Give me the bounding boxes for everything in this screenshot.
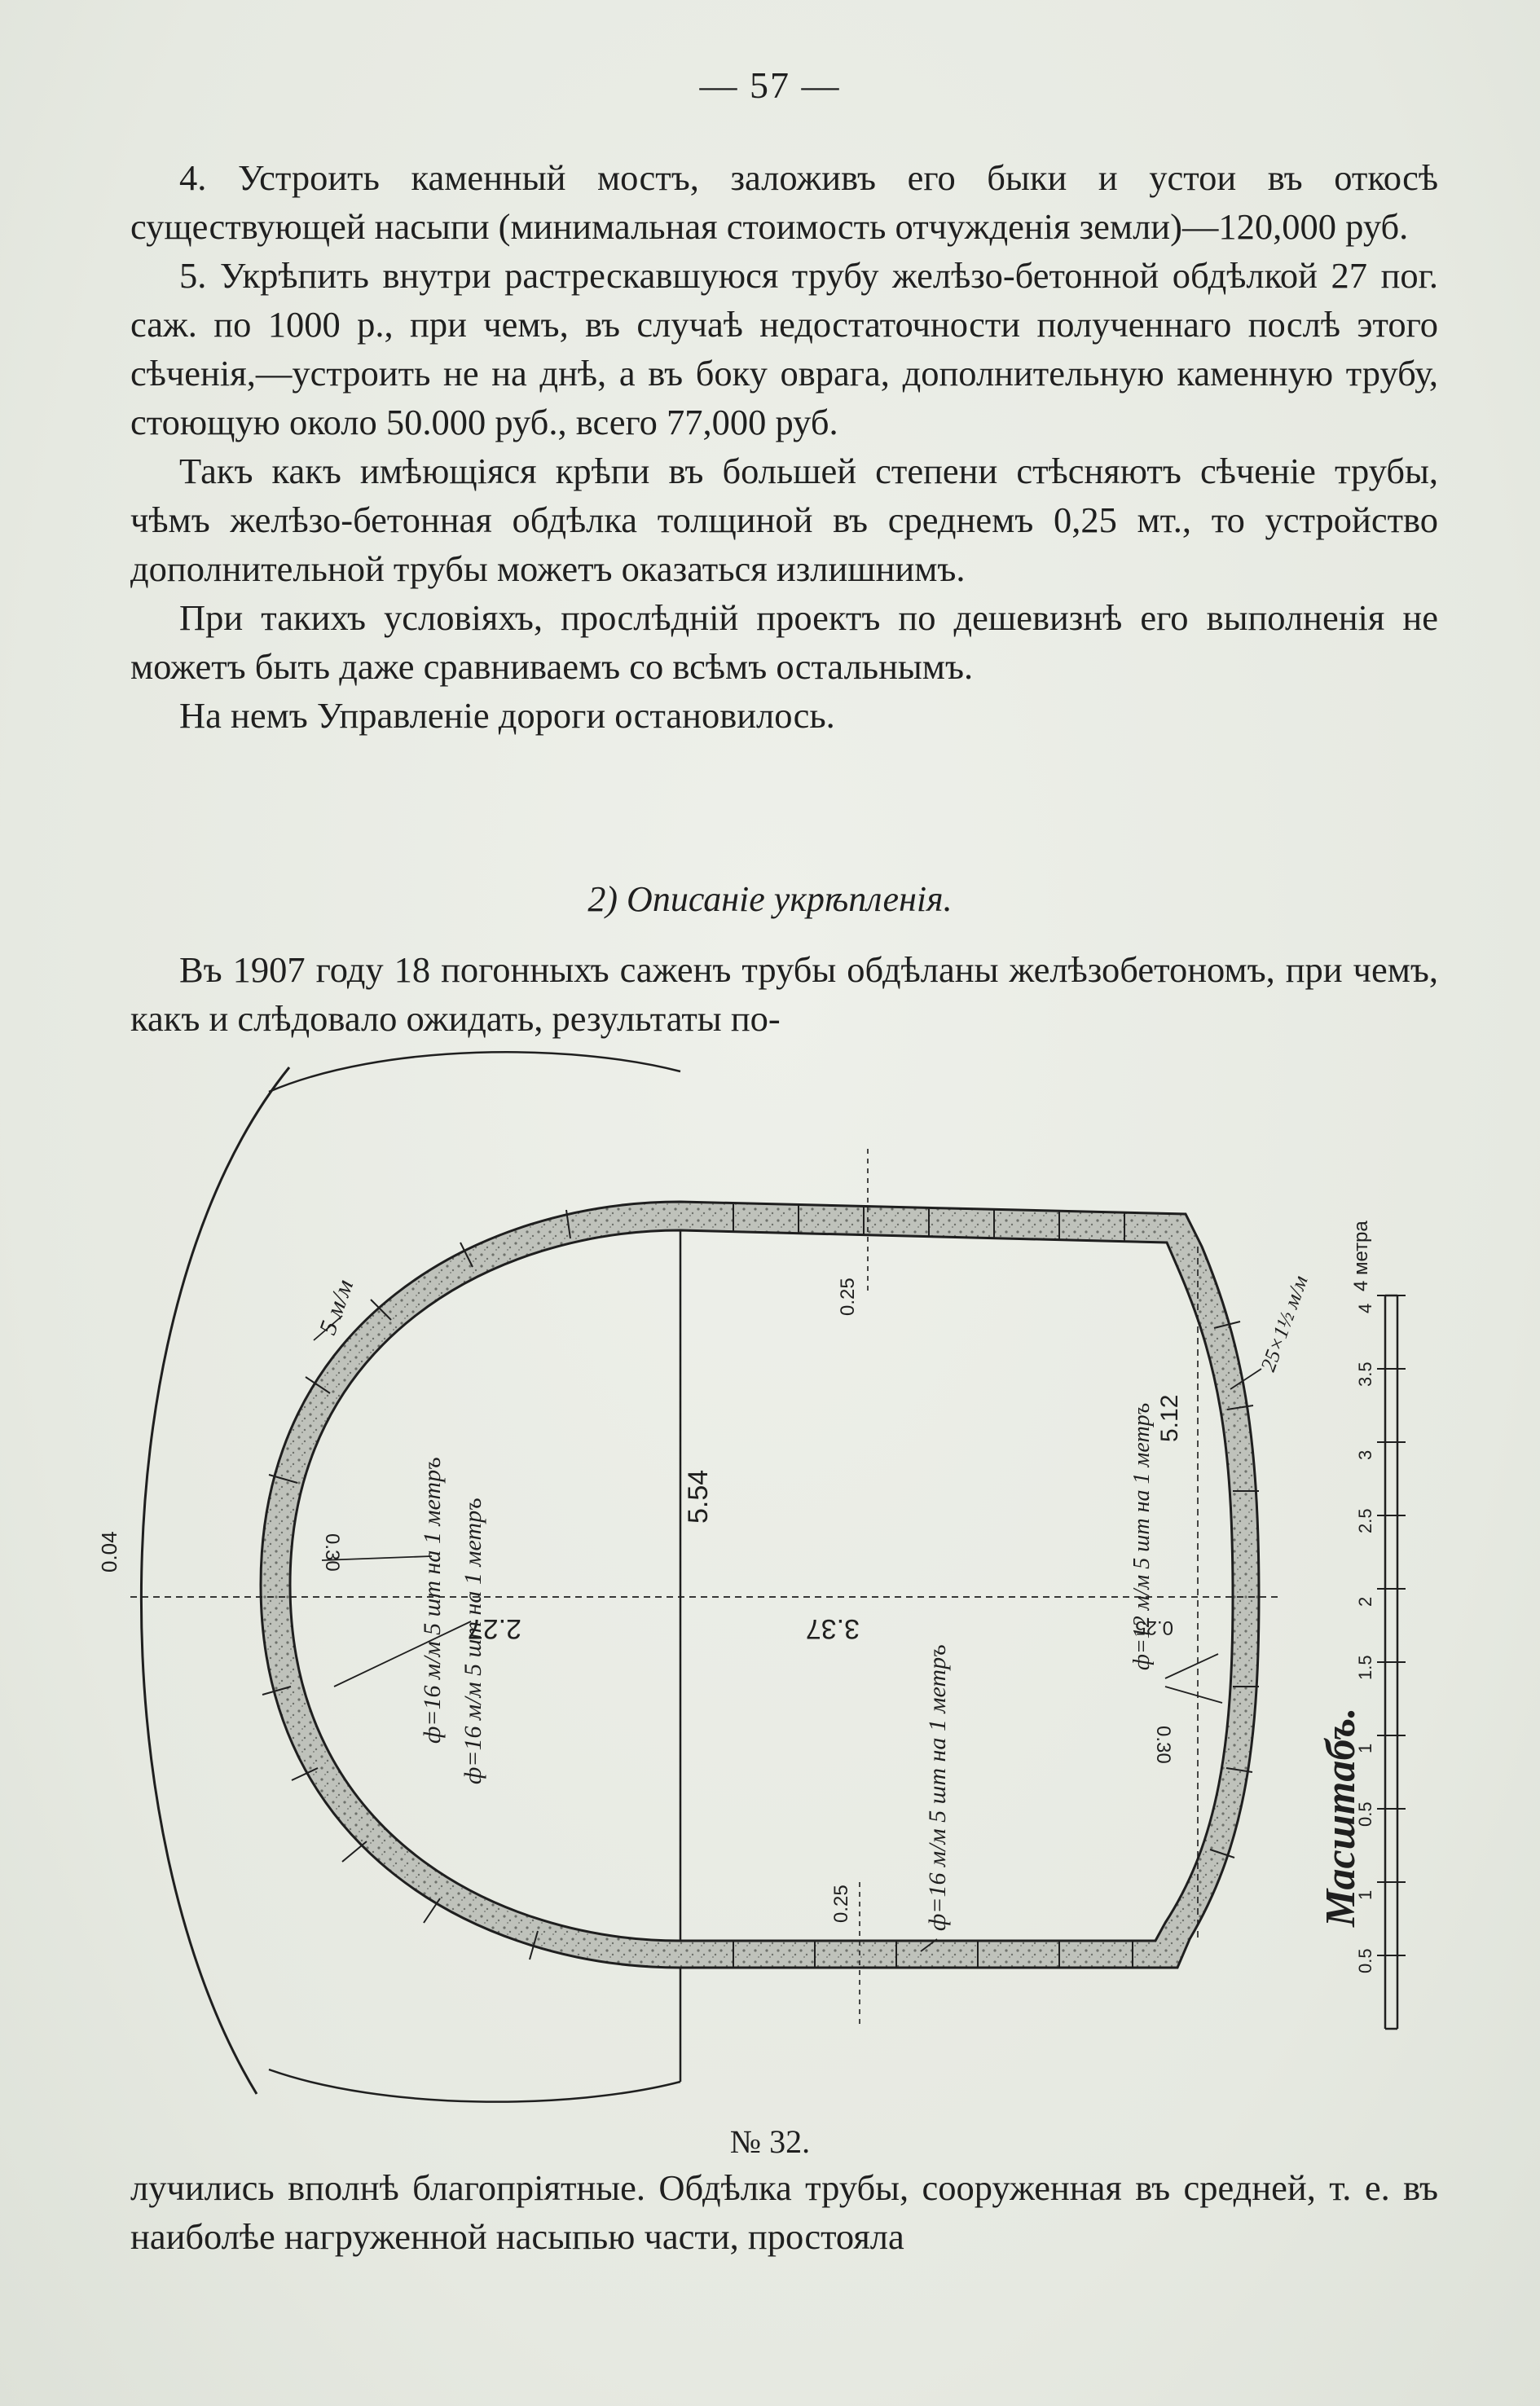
outer-arc-top-line [268,1051,681,1093]
scale-tick-label: 3.5 [1355,1361,1375,1387]
outer-arc-bottom-line [268,2068,681,2103]
rebar-leaders [321,1555,1223,1952]
page-number: — 57 — [699,64,841,106]
dim-0-25-bottom: 0.25 [830,1885,852,1923]
paragraph: Такъ какъ имѣющіяся крѣпи въ большей сте… [130,451,1438,589]
scale-tick-label: 1.5 [1355,1655,1375,1680]
scale-unit: 4 метра [1350,1221,1372,1291]
text-block-mid: Въ 1907 году 18 погонныхъ саженъ трубы о… [130,945,1438,1043]
scale-title: Масштабъ. [1318,1708,1364,1928]
scale-tick-label: 2 [1355,1597,1375,1607]
scale-tick-label: 0.5 [1355,1801,1375,1827]
dim-5-12: 5.12 [1156,1395,1183,1442]
concrete-lining [259,1200,1261,1969]
tunnel-cross-section-figure: 5.54 2.27 3.37 5.12 0.04 0.30 0.30 0.25 … [97,1051,1406,2103]
scale-tick-label: 4 [1355,1304,1375,1313]
lining-segment-marks [262,1203,1259,1968]
scale-tick-label: 1 [1355,1890,1375,1900]
paragraph: Въ 1907 году 18 погонныхъ саженъ трубы о… [130,949,1438,1039]
annotation-25x1-5mm: 25×1½ м/м [1256,1273,1312,1375]
rebar-label-left-1: ф=16 м/м 5 шт на 1 метръ [419,1457,446,1744]
scale-tick-label: 3 [1355,1450,1375,1460]
paragraph: На немъ Управленіе дороги остановилось. [179,695,835,736]
paragraph: При такихъ условіяхъ, прослѣдній проектъ… [130,597,1438,687]
leader-5mm [313,1315,343,1341]
scale-bar: 0.5 1 0.5 1 1.5 2 2.5 3 3.5 4 [1355,1294,1406,2030]
rebar-label-left-2: ф=16 м/м 5 шт на 1 метръ [460,1498,486,1784]
paragraph: 4. Устроить каменный мостъ, заложивъ его… [130,157,1438,247]
dim-5-54: 5.54 [683,1470,714,1524]
annotation-5mm: 5 м/м [315,1276,359,1338]
paragraph: лучились вполнѣ благопріятные. Обдѣлка т… [130,2167,1438,2257]
rebar-label-bottom: ф=16 м/м 5 шт на 1 метръ [924,1644,951,1931]
dim-0-04: 0.04 [97,1531,121,1572]
dim-0-25-right: 0.25 [1135,1616,1173,1638]
rebar-label-right: ф=12 м/м 5 шт на 1 метръ [1129,1403,1155,1670]
dim-0-30-left: 0.30 [321,1533,343,1572]
text-block-bottom: лучились вполнѣ благопріятные. Обдѣлка т… [130,2163,1438,2261]
figure-caption: № 32. [729,2123,811,2160]
scale-tick-label: 0.5 [1355,1948,1375,1973]
dim-3-37: 3.37 [806,1613,860,1644]
dim-0-25-top: 0.25 [837,1278,859,1316]
text-block-top: 4. Устроить каменный мостъ, заложивъ его… [130,153,1438,740]
dim-0-30-right: 0.30 [1152,1726,1174,1764]
section-heading: 2) Описаніе укрѣпленія. [587,879,953,919]
outer-arc [139,1067,291,2095]
dim-2-27: 2.27 [468,1613,521,1644]
leader-25x1-5mm [1230,1368,1262,1390]
paragraph: 5. Укрѣпить внутри растрескавшуюся трубу… [130,255,1438,442]
scale-tick-label: 2.5 [1355,1508,1375,1533]
scale-tick-label: 1 [1355,1744,1375,1753]
